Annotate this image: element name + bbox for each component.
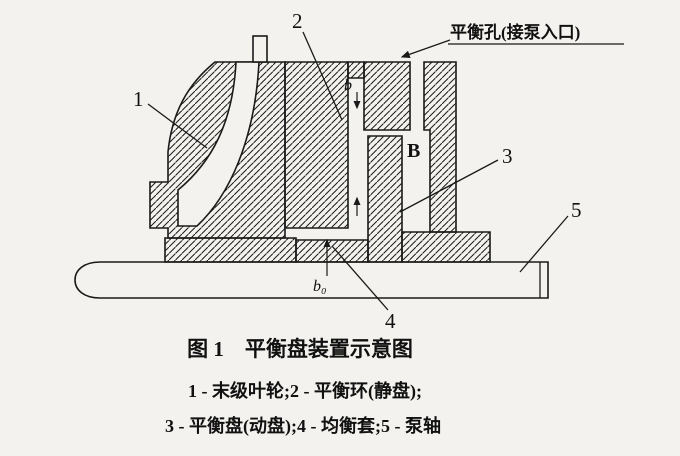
impeller-flow-channel [177,61,260,227]
leader-part5 [519,215,569,273]
leader-part3 [399,159,499,213]
legend-line-1: 1 - 末级叶轮;2 - 平衡环(静盘); [188,380,422,402]
balance-disc-section [367,135,403,263]
bottom-right-flange [401,231,491,263]
chamber-B-label: B [407,140,420,162]
leader-balance-hole [400,39,451,59]
hub-strip [164,237,297,263]
figure-caption: 图 1 平衡盘装置示意图 [187,337,413,361]
leader-part4 [331,245,389,311]
balance-ring-left-block [284,61,349,229]
part-label-2: 2 [292,9,303,33]
balancing-sleeve-section [295,239,369,263]
legend-line-2: 3 - 平衡盘(动盘);4 - 均衡套;5 - 泵轴 [165,415,441,437]
leader-part1 [147,103,208,149]
part-label-4: 4 [385,309,396,333]
leader-part2 [302,31,343,121]
gap-b-label: b [344,77,352,94]
channel-bridge [347,61,365,79]
balance-hole-annotation: 平衡孔(接泵入口) [450,22,580,42]
top-inlet-tube [252,35,268,63]
pump-shaft [74,261,549,299]
part-label-5: 5 [571,198,582,222]
balance-ring-middle-block [363,61,411,131]
housing-right-column [423,61,457,233]
gap-b0-label: b₀ [313,278,327,295]
part-label-1: 1 [133,87,144,111]
part-label-3: 3 [502,144,513,168]
